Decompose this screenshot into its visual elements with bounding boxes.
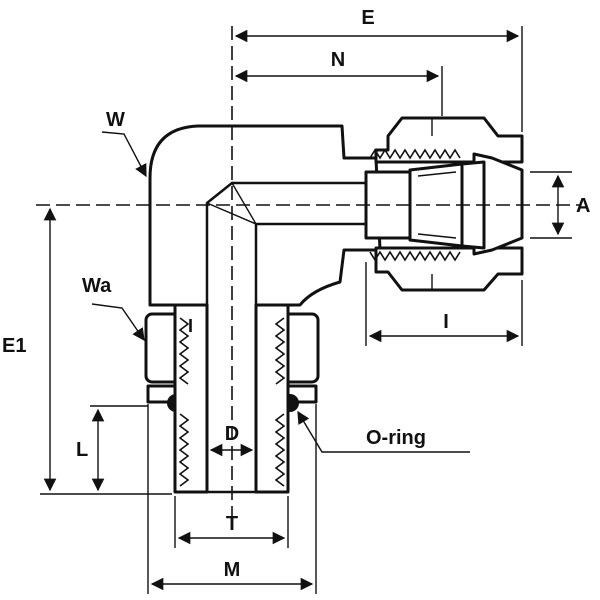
stem-right-wall: [254, 303, 290, 494]
stem-thread-left: [178, 317, 190, 487]
nut-upper: [374, 116, 524, 164]
wa-leader: [91, 303, 145, 342]
label-t: T: [226, 513, 238, 535]
label-e: E: [361, 7, 374, 29]
ferrule-line: [417, 171, 457, 177]
ferrule-line-2: [417, 233, 457, 239]
label-a: A: [576, 195, 590, 217]
oring-leader: [297, 410, 470, 453]
label-m: M: [224, 559, 241, 581]
label-l: L: [76, 439, 88, 461]
label-d: D: [225, 423, 239, 445]
label-wa: Wa: [82, 275, 112, 297]
nut-lower: [374, 246, 524, 292]
label-i-bottom: I: [188, 316, 193, 336]
bore-cone-line-2: [231, 182, 257, 225]
nut-thread-bottom: [369, 250, 461, 262]
label-oring: O-ring: [366, 427, 426, 449]
nut-hex-face: [472, 152, 524, 256]
label-w: W: [106, 109, 125, 131]
label-n: N: [331, 49, 345, 71]
nut-thread-top: [369, 148, 461, 160]
back-ferrule: [460, 160, 486, 250]
w-leader: [101, 131, 147, 178]
label-i-side: I: [443, 311, 449, 333]
label-e1: E1: [2, 335, 26, 357]
stem-thread-right: [274, 317, 286, 487]
